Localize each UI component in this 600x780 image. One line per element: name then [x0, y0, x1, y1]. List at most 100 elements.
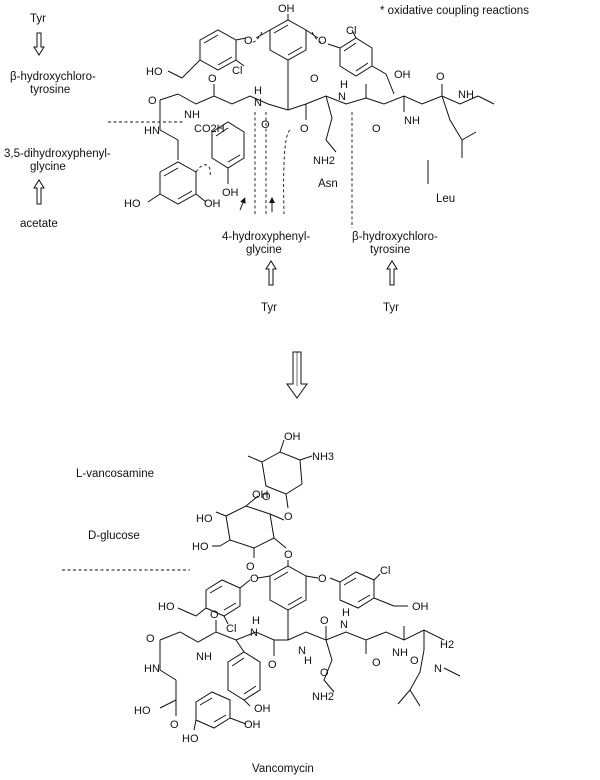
- atom-h-b1: H: [252, 615, 260, 627]
- atom-n-b2: N: [298, 645, 306, 657]
- atom-o-3: O: [148, 95, 157, 107]
- label-leu: Leu: [436, 193, 455, 205]
- atom-nh3: NH3: [312, 451, 334, 463]
- label-glucose: D-glucose: [88, 530, 140, 542]
- atom-o-link-2: O: [284, 549, 293, 561]
- label-hpg-1: 4-hydroxyphenyl-: [222, 231, 310, 243]
- ring-d: [211, 121, 245, 184]
- atom-oh-top: OH: [278, 3, 295, 15]
- atom-n-leu: N: [434, 663, 442, 675]
- ring-central-bottom: [257, 560, 319, 640]
- atom-h-4: H: [466, 89, 474, 101]
- glucose-ring: [212, 495, 287, 558]
- atom-o-6: O: [300, 123, 309, 135]
- oxidative-coupling-note: * oxidative coupling reactions: [380, 5, 529, 17]
- atom-ho-acid: HO: [134, 705, 151, 717]
- atom-nh2-bottom: NH2: [312, 691, 334, 703]
- dashed-line-3: [283, 129, 291, 215]
- atom-o-ether-2: O: [318, 573, 327, 585]
- atom-hn-1: HN: [144, 125, 160, 137]
- label-vancomycin: Vancomycin: [252, 763, 314, 775]
- atom-ho-1: HO: [146, 66, 163, 78]
- vancomycin-structure: L-vancosamine D-glucose OH NH3 O O OH HO: [62, 431, 461, 775]
- atom-hn-b1: HN: [144, 663, 160, 675]
- open-arrow-tyr-to-hpg: [265, 260, 277, 286]
- atom-ho-glc-2: HO: [192, 541, 209, 553]
- atom-oh-vanc: OH: [284, 431, 301, 443]
- label-bhct-left-1: β-hydroxychloro-: [10, 71, 96, 83]
- label-dhpg-1: 3,5-dihydroxyphenyl-: [4, 148, 111, 160]
- atom-h-2: H: [340, 79, 348, 91]
- atom-ho-bottom-1: HO: [158, 601, 175, 613]
- atom-o-asn: O: [320, 667, 329, 679]
- atom-n-4: N: [458, 89, 466, 101]
- open-arrow-tyr-to-bhct-right: [386, 260, 398, 286]
- vancosamine-ring: [247, 439, 313, 509]
- atom-h-b4: H: [400, 647, 408, 659]
- atom-ho-2: HO: [124, 198, 141, 210]
- label-vancosamine: L-vancosamine: [76, 468, 154, 480]
- ring-e: [147, 161, 207, 205]
- atom-n-b3: N: [340, 619, 348, 631]
- atom-cl-bottom-2: Cl: [380, 565, 390, 577]
- atom-n-b1: N: [250, 627, 258, 639]
- coupling-curve-3: [311, 31, 325, 43]
- atom-oh-3: OH: [204, 198, 221, 210]
- atom-nh-b1: NH: [196, 651, 212, 663]
- atom-o-8: O: [372, 123, 381, 135]
- label-hpg-2: glycine: [246, 244, 282, 256]
- atom-h-b3: H: [342, 607, 350, 619]
- ring-a: [199, 29, 247, 71]
- ring-b: [255, 14, 319, 110]
- atom-nh2-asn: NH2: [313, 155, 335, 167]
- label-acetate: acetate: [20, 218, 58, 230]
- atom-o-9: O: [436, 71, 445, 83]
- atom-co2h: CO2H: [194, 123, 225, 135]
- atom-oh-bottom-3: OH: [244, 719, 261, 731]
- atom-cl-1: Cl: [232, 65, 242, 77]
- atom-o-ring-1: O: [262, 491, 271, 503]
- atom-h2-leu: H2: [440, 639, 454, 651]
- atom-n-1: N: [254, 97, 262, 109]
- atom-o-b3: O: [268, 659, 277, 671]
- atom-n-3: N: [404, 115, 412, 127]
- atom-o-ring-2: O: [246, 561, 255, 573]
- atom-o-4: O: [208, 73, 217, 85]
- atom-o-b1: O: [146, 633, 155, 645]
- atom-o-b4: O: [320, 615, 329, 627]
- ring-right-bottom: [329, 571, 395, 609]
- atom-o-acid: O: [170, 719, 179, 731]
- precursor-structure: * oxidative coupling reactions Tyr β-hyd…: [4, 3, 529, 314]
- atom-h-b2: H: [304, 655, 312, 667]
- coupling-curve-2: [249, 31, 263, 43]
- atom-oh-bottom-2: OH: [412, 601, 429, 613]
- atom-o-1: O: [244, 35, 253, 47]
- atom-nh-1: NH: [184, 109, 200, 121]
- label-bhct-right-2: tyrosine: [370, 244, 410, 256]
- atom-cl-bottom-1: Cl: [226, 623, 236, 635]
- label-tyr-left: Tyr: [30, 13, 46, 25]
- atom-o-b5: O: [372, 657, 381, 669]
- coupling-curve-1: [195, 164, 211, 177]
- atom-oh-bottom-4: OH: [254, 703, 271, 715]
- atom-h-3: H: [412, 115, 420, 127]
- atom-ho-glc-1: HO: [196, 513, 213, 525]
- ring-dhpg-bottom: [193, 691, 247, 731]
- atom-oh-4: OH: [222, 187, 239, 199]
- label-bhct-left-2: tyrosine: [30, 84, 70, 96]
- ring-left-bottom: [195, 579, 251, 625]
- atom-n-2: N: [338, 91, 346, 103]
- atom-n-b4: N: [392, 647, 400, 659]
- atom-oh-2: OH: [394, 69, 411, 81]
- label-tyr-right: Tyr: [383, 302, 399, 314]
- atom-o-2: O: [318, 35, 327, 47]
- atom-cl-2: Cl: [346, 25, 356, 37]
- label-dhpg-2: glycine: [30, 161, 66, 173]
- atom-o-5: O: [261, 119, 270, 131]
- open-arrow-acetate-to-dhpg: [33, 179, 45, 205]
- atom-h-1: H: [254, 85, 262, 97]
- label-tyr-mid: Tyr: [261, 302, 277, 314]
- ring-c: [327, 29, 387, 77]
- atom-o-link-1: O: [284, 511, 293, 523]
